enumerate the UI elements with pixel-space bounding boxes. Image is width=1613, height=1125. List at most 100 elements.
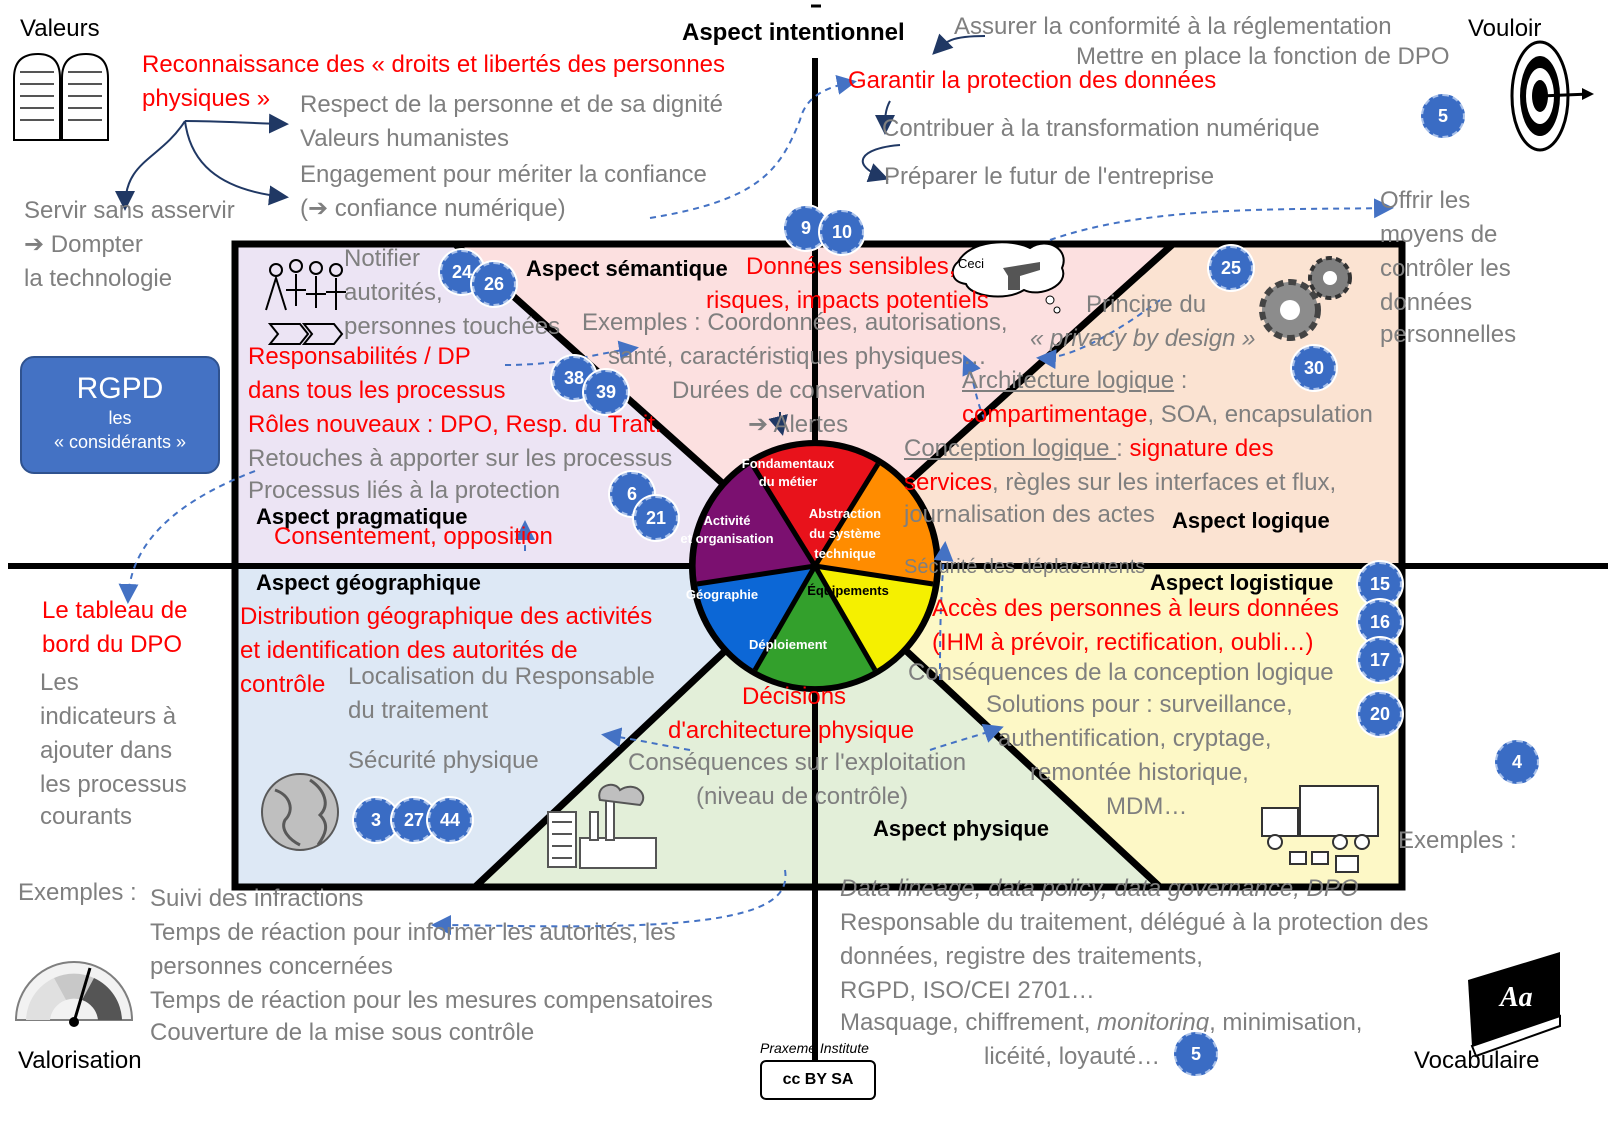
vocab-mask-a: Masquage, chiffrement, (840, 1009, 1098, 1036)
logistic-gray-2: Solutions pour : surveillance, (986, 691, 1293, 718)
gauge-icon (14, 961, 134, 1027)
servir-line-2: ➔ Dompter (24, 231, 143, 258)
gears-icon (1259, 256, 1352, 341)
principe-line-2: « privacy by design » (1030, 325, 1256, 352)
archi-rest: , SOA, encapsulation (1147, 401, 1373, 428)
geo-red-2: et identification des autorités de (240, 637, 578, 664)
dashboard-gray-3: ajouter dans (40, 737, 173, 764)
badge-15[interactable]: 15 (1358, 562, 1402, 606)
badge-20[interactable]: 20 (1358, 692, 1402, 736)
wheel-equipements: Équipements (807, 583, 889, 598)
journalisation-line: journalisation des actes (904, 501, 1155, 528)
rgpd-box[interactable]: RGPD les « considérants » (20, 356, 220, 474)
wheel-abstraction-1: Abstraction (808, 506, 882, 521)
valorisation-line-4: Temps de réaction pour les mesures compe… (150, 987, 713, 1014)
pragmatic-gray-2: Processus liés à la protection (248, 477, 561, 504)
badge-25[interactable]: 25 (1209, 246, 1253, 290)
offer-line-1: Offrir les (1380, 187, 1471, 214)
valorisation-exemples: Exemples : (18, 879, 137, 906)
pragmatic-red-1: Responsabilités / DP (248, 343, 471, 370)
semantic-gray-2: santé, caractéristiques physiques… (608, 343, 987, 370)
pipe-icon (951, 241, 1065, 314)
wheel-deploiement: Déploiement (748, 637, 827, 652)
target-icon (1510, 40, 1594, 152)
globe-icon (261, 773, 339, 851)
wheel-abstraction: Abstraction du système technique (800, 504, 890, 564)
praxeme-label: Praxeme Institute (760, 1040, 869, 1056)
zone-logic (815, 244, 1402, 566)
wheel-activite-2: et organisation (680, 531, 774, 546)
factory-icon (547, 783, 657, 869)
geo-red-3: contrôle (240, 671, 326, 698)
values-gray-line-1: Respect de la personne et de sa dignité (300, 91, 723, 118)
offer-line-3: contrôler les (1380, 255, 1511, 282)
geo-gray-3: Sécurité physique (348, 747, 539, 774)
aspect-geographique-title: Aspect géographique (256, 570, 481, 595)
intent-red: Garantir la protection des données (848, 67, 1217, 94)
vocab-mask-c: , minimisation, (1209, 1009, 1363, 1036)
vocab-masquage: Masquage, chiffrement, monitoring, minim… (840, 1006, 1362, 1040)
dictionary-icon: Aa (1468, 952, 1561, 1058)
concept-colon: : (1116, 435, 1130, 462)
servir-line-1: Servir sans asservir (24, 197, 235, 224)
wheel-activite: Activité et organisation (672, 512, 782, 548)
badge-30[interactable]: 30 (1292, 346, 1336, 390)
archi-logique-line: Architecture logique : (962, 364, 1187, 398)
ceci-label: Ceci (958, 256, 985, 271)
corner-valeurs: Valeurs (20, 15, 100, 42)
concept-logique-line: Conception logique : signature des (904, 432, 1274, 466)
concept-logique-detail: services, règles sur les interfaces et f… (904, 466, 1336, 500)
physical-gray-1: Conséquences sur l'exploitation (628, 749, 967, 776)
dashboard-gray-2: indicateurs à (40, 703, 177, 730)
badge-6[interactable]: 6 (610, 472, 654, 516)
aspect-physique-title: Aspect physique (873, 816, 1050, 841)
badge-39[interactable]: 39 (584, 370, 628, 414)
concept-logique-label: Conception logique (904, 435, 1117, 462)
semantic-red-2: risques, impacts potentiels (706, 287, 989, 314)
intent-gray-1: Contribuer à la transformation numérique (882, 115, 1320, 142)
badge-24[interactable]: 24 (440, 250, 484, 294)
aspect-logique-title: Aspect logique (1172, 508, 1330, 533)
pragmatic-gray-1: Retouches à apporter sur les processus (248, 445, 673, 472)
values-gray-line-3: Engagement pour mériter la confiance (300, 161, 707, 188)
tablets-icon (13, 52, 109, 141)
cc-license-badge[interactable]: cc BY SA (760, 1060, 876, 1100)
rgpd-sub-2: « considérants » (53, 432, 187, 452)
badge-10[interactable]: 10 (820, 210, 864, 254)
dashboard-red-1: Le tableau de (42, 597, 188, 624)
wheel-geographie: Géographie (685, 587, 759, 602)
valorisation-line-2: Temps de réaction pour informer les auto… (150, 919, 676, 946)
aspect-logistique-title: Aspect logistique (1150, 570, 1334, 595)
badge-5-top[interactable]: 5 (1421, 94, 1465, 138)
wheel-abstraction-3: technique (814, 546, 876, 561)
logistic-gray-1: Conséquences de la conception logique (908, 659, 1334, 686)
rgpd-sub-1: les (108, 408, 132, 428)
badge-26[interactable]: 26 (472, 262, 516, 306)
values-gray-line-4: (➔ confiance numérique) (300, 195, 566, 222)
geo-gray-2: du traitement (348, 697, 489, 724)
intent-gray-top-1: Assurer la conformité à la réglementatio… (954, 13, 1392, 40)
valorisation-line-1: Suivi des infractions (150, 885, 364, 912)
aspect-semantique-title: Aspect sémantique (526, 256, 728, 281)
badge-21[interactable]: 21 (634, 496, 678, 540)
principe-line-1: Principe du (1086, 291, 1207, 318)
logistic-gray-3: authentification, cryptage, (998, 725, 1272, 752)
dashboard-gray-1: Les (40, 669, 79, 696)
badge-5-bottom[interactable]: 5 (1174, 1032, 1218, 1076)
badge-16[interactable]: 16 (1358, 600, 1402, 644)
corner-vocabulaire: Vocabulaire (1414, 1047, 1540, 1074)
physical-red-2: d'architecture physique (668, 717, 915, 744)
vocab-line-3: données, registre des traitements, (840, 943, 1203, 970)
intent-gray-2: Préparer le futur de l'entreprise (884, 163, 1215, 190)
badge-4[interactable]: 4 (1495, 740, 1539, 784)
physical-gray-2: (niveau de contrôle) (696, 783, 909, 810)
values-gray-line-2: Valeurs humanistes (300, 125, 509, 152)
wheel-fondamentaux-1: Fondamentaux (741, 456, 835, 471)
dashboard-gray-4: les processus (40, 771, 187, 798)
badge-44[interactable]: 44 (428, 798, 472, 842)
servir-line-3: la technologie (24, 265, 173, 292)
offer-line-4: données (1380, 289, 1473, 316)
aspect-pragmatique-title: Aspect pragmatique (256, 504, 468, 529)
badge-17[interactable]: 17 (1358, 638, 1402, 682)
wheel-abstraction-2: du système (809, 526, 881, 541)
